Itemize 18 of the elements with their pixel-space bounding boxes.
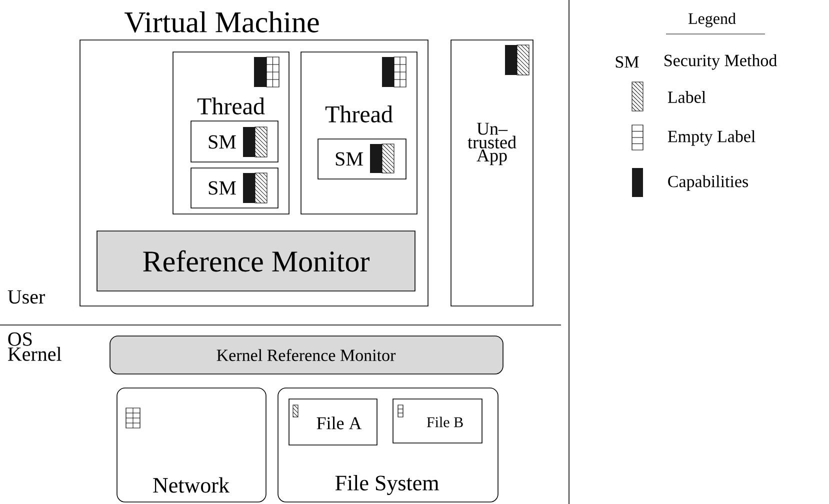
legend-title: Legend: [666, 12, 766, 34]
legend-text: Label: [668, 91, 706, 103]
layer-label: OS Kernel: [8, 332, 62, 361]
file-box: File B: [392, 398, 482, 444]
network-box: Network: [116, 388, 266, 502]
file-box: File A: [288, 398, 378, 446]
node-label: Virtual Machine: [124, 11, 319, 33]
legend-text: Capabilities: [668, 175, 748, 191]
layer-label: User: [8, 290, 45, 304]
security-method-box: SM: [318, 138, 406, 180]
security-method-box: SM: [190, 168, 278, 208]
legend-sample-text: SM: [616, 56, 639, 68]
untrusted-app-box: Un– trusted App: [450, 40, 534, 306]
reference-monitor-box: Reference Monitor: [96, 230, 416, 292]
kernel-reference-monitor-box: Kernel Reference Monitor: [110, 336, 504, 374]
legend-text: Security Method: [664, 54, 777, 70]
legend-text: Empty Label: [668, 130, 756, 146]
security-method-box: SM: [190, 120, 278, 162]
